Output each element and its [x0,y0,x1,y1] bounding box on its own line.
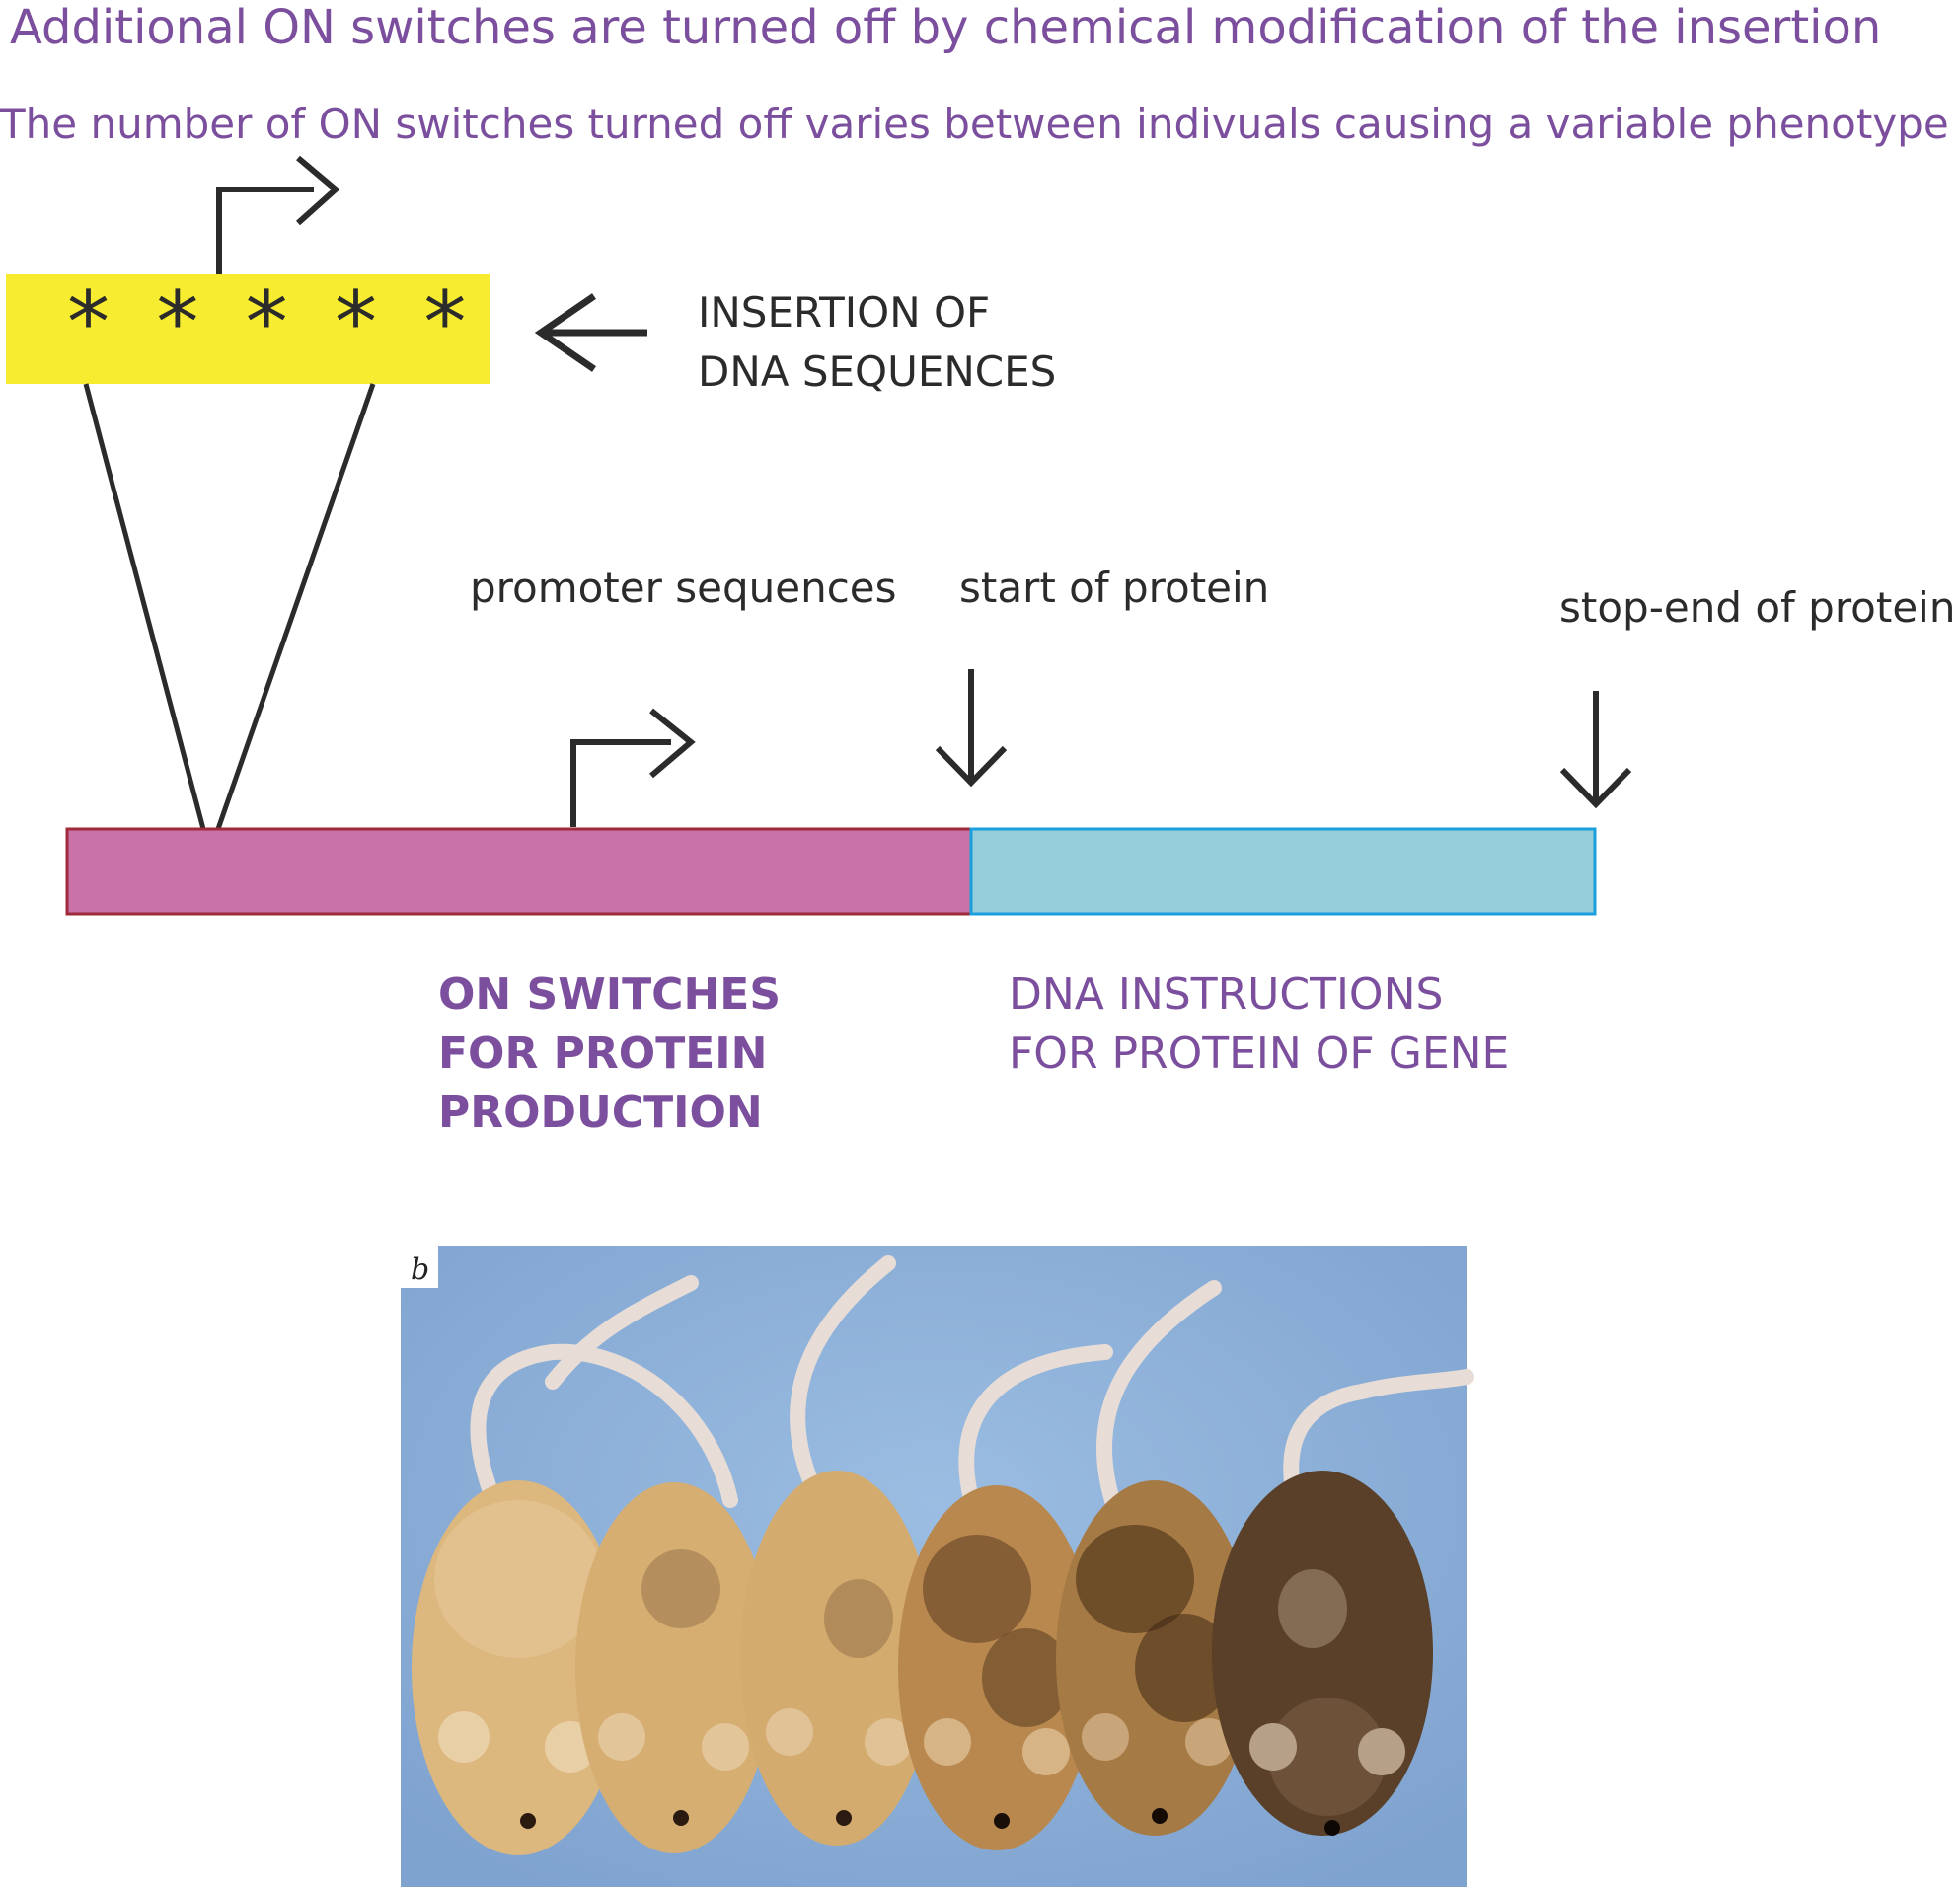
page-title: Additional ON switches are turned off by… [10,0,1881,55]
on-switches-label-line1: ON SWITCHES [438,969,781,1019]
promoter-label: promoter sequences [470,564,897,612]
start-down-arrow [935,669,1008,788]
insertion-pointer-arrow [534,293,647,372]
insertion-label-line1: INSERTION OF [698,288,990,337]
insertion-box [6,274,490,384]
stop-down-arrow [1559,691,1632,809]
page-subtitle: The number of ON switches turned off var… [0,100,1949,148]
coding-region-bar [969,827,1597,916]
mice-photo: b [401,1246,1474,1887]
dna-instructions-label-line2: FOR PROTEIN OF GENE [1009,1028,1509,1079]
mouse-5 [1056,1480,1253,1836]
panel-letter: b [411,1252,429,1287]
mouse-2 [575,1482,773,1853]
mice-tails [470,1255,1474,1538]
insertion-label-line2: DNA SEQUENCES [698,347,1056,396]
mouse-3 [740,1471,934,1846]
mouse-6 [1212,1471,1433,1836]
promoter-arrow [570,708,696,827]
dna-instructions-label-line1: DNA INSTRUCTIONS [1009,969,1443,1019]
start-label: start of protein [959,564,1269,612]
on-switches-label-line3: PRODUCTION [438,1088,763,1138]
insertion-promoter-arrow [216,155,340,274]
mouse-4 [898,1485,1095,1850]
on-switches-label-line2: FOR PROTEIN [438,1028,767,1079]
insertion-asterisks: * * * * * [67,273,476,372]
insertion-connector-lines [83,383,376,830]
promoter-region-bar [65,827,973,916]
stop-label: stop-end of protein [1559,583,1955,632]
panel-letter-box [401,1246,438,1288]
